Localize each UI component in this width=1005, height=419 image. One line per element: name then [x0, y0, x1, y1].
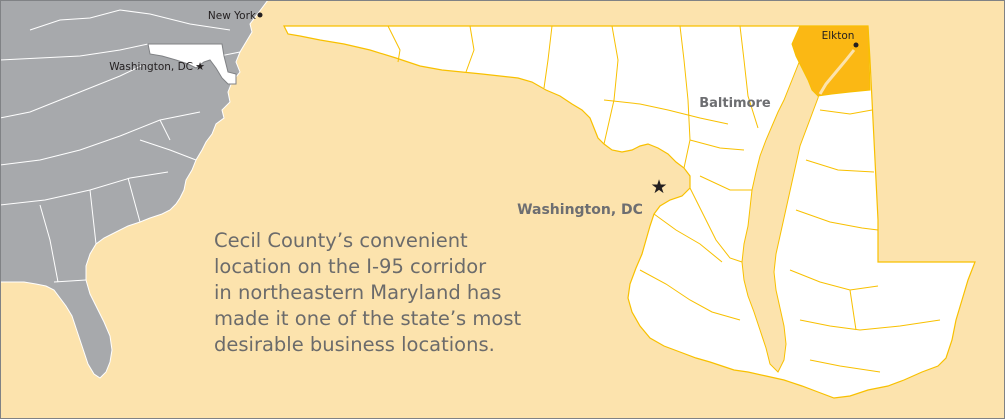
washington-label: Washington, DC: [517, 202, 643, 218]
inset-new-york-dot: [257, 12, 263, 18]
elkton-label: Elkton: [822, 30, 855, 42]
county-lines: [387, 25, 941, 373]
inset-state-lines: [0, 9, 241, 283]
east-coast-inset: New York ★ Washington, DC: [0, 0, 269, 379]
inset-new-york-label: New York: [208, 10, 257, 22]
inset-washington-label: Washington, DC: [109, 61, 193, 73]
chesapeake-bay: [741, 59, 823, 373]
elkton-dot: [853, 42, 859, 48]
elk-river: [818, 49, 856, 95]
inset-maryland: [147, 43, 237, 85]
washington-star-icon: ★: [650, 177, 667, 198]
map-caption: Cecil County’s convenient location on th…: [214, 228, 554, 358]
inset-washington-star-icon: ★: [195, 61, 205, 73]
caption-line-4: made it one of the state’s most: [214, 307, 522, 330]
cecil-county: [791, 25, 871, 97]
baltimore-label: Baltimore: [699, 96, 771, 111]
caption-line-5: desirable business locations.: [214, 333, 495, 356]
caption-line-1: Cecil County’s convenient: [214, 229, 468, 252]
caption-line-2: location on the I-95 corridor: [214, 255, 487, 278]
caption-line-3: in northeastern Maryland has: [214, 281, 502, 304]
maryland-map: Baltimore ★ Washington, DC Elkton: [283, 25, 976, 399]
